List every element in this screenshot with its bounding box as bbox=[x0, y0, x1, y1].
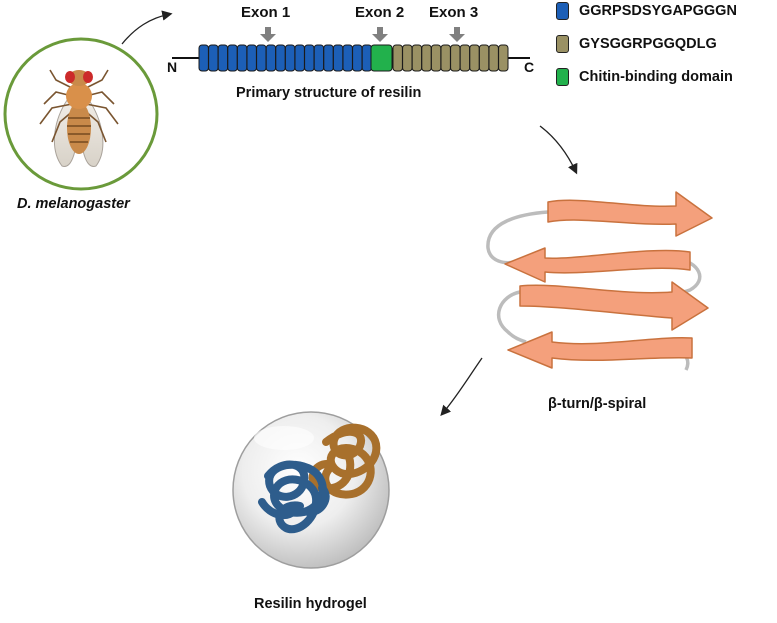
blue-repeat-segment bbox=[227, 44, 238, 72]
exon-2-label: Exon 2 bbox=[355, 4, 405, 21]
blue-repeat-segment bbox=[256, 44, 267, 72]
chitin-binding-segment bbox=[370, 44, 393, 72]
exon-1-label: Exon 1 bbox=[241, 4, 291, 21]
legend-swatch-chitin bbox=[556, 68, 569, 86]
arrow-spiral-to-hydrogel bbox=[440, 357, 483, 416]
repeat-segments bbox=[198, 44, 509, 72]
blue-repeat-segment bbox=[284, 44, 296, 72]
olive-repeat-segment bbox=[469, 44, 480, 72]
blue-repeat-segment bbox=[313, 44, 325, 72]
olive-repeat-segment bbox=[478, 44, 490, 72]
legend-item-olive-repeat: GYSGGRPGGQDLG bbox=[556, 35, 717, 53]
legend-swatch-olive bbox=[556, 35, 569, 53]
blue-repeat-segment bbox=[361, 44, 373, 72]
olive-repeat-segment bbox=[411, 44, 423, 72]
blue-repeat-segment bbox=[198, 44, 209, 72]
primary-structure-caption: Primary structure of resilin bbox=[236, 85, 422, 101]
olive-repeat-segment bbox=[450, 44, 461, 72]
legend-label-blue: GGRPSDSYGAPGGGN bbox=[579, 3, 737, 19]
c-terminus-label: C bbox=[524, 59, 535, 75]
beta-spiral-caption: β-turn/β-spiral bbox=[548, 396, 647, 412]
blue-repeat-segment bbox=[294, 44, 305, 72]
down-arrow-icon bbox=[260, 27, 465, 42]
olive-repeat-segment bbox=[430, 44, 442, 72]
fly-illustration bbox=[39, 69, 119, 167]
hydrogel-caption: Resilin hydrogel bbox=[254, 596, 367, 612]
exon-3-label: Exon 3 bbox=[429, 4, 479, 21]
hydrogel-sphere bbox=[232, 411, 390, 569]
arrow-fly-to-primary bbox=[121, 10, 173, 45]
blue-repeat-segment bbox=[342, 44, 353, 72]
olive-repeat-segment bbox=[459, 44, 471, 72]
primary-structure-bar bbox=[172, 44, 530, 72]
blue-repeat-segment bbox=[217, 44, 229, 72]
blue-repeat-segment bbox=[265, 44, 277, 72]
blue-repeat-segment bbox=[246, 44, 257, 72]
legend-label-olive: GYSGGRPGGQDLG bbox=[579, 36, 717, 52]
organism-label: D. melanogaster bbox=[17, 196, 130, 212]
blue-repeat-segment bbox=[275, 44, 286, 72]
beta-strand-arrow bbox=[504, 191, 713, 369]
beta-spiral bbox=[486, 191, 713, 371]
olive-repeat-segment bbox=[421, 44, 432, 72]
blue-repeat-segment bbox=[323, 44, 334, 72]
olive-repeat-segment bbox=[440, 44, 451, 72]
olive-repeat-segment bbox=[498, 44, 509, 72]
blue-repeat-segment bbox=[352, 44, 363, 72]
legend-swatch-blue bbox=[556, 2, 569, 20]
legend-item-chitin: Chitin-binding domain bbox=[556, 68, 733, 86]
legend-item-blue-repeat: GGRPSDSYGAPGGGN bbox=[556, 2, 737, 20]
blue-repeat-segment bbox=[208, 44, 219, 72]
legend-label-chitin: Chitin-binding domain bbox=[579, 69, 733, 85]
olive-repeat-segment bbox=[488, 44, 499, 72]
n-terminus-label: N bbox=[167, 59, 178, 75]
blue-repeat-segment bbox=[332, 44, 344, 72]
olive-repeat-segment bbox=[402, 44, 413, 72]
blue-repeat-segment bbox=[304, 44, 315, 72]
blue-repeat-segment bbox=[236, 44, 248, 72]
olive-repeat-segment bbox=[392, 44, 403, 72]
arrow-primary-to-spiral bbox=[539, 125, 578, 175]
